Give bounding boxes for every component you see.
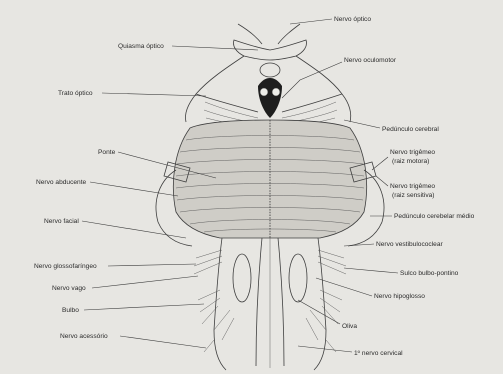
interpeduncular-fossa — [258, 78, 282, 118]
label-nervo-optico: Nervo óptico — [334, 16, 371, 23]
label-nervo-facial: Nervo facial — [44, 218, 79, 225]
optic-nerves — [238, 24, 300, 44]
label-nervo-acessorio: Nervo acessório — [60, 333, 108, 340]
label-raiz-motora: (raiz motora) — [392, 158, 429, 165]
label-oliva: Oliva — [342, 323, 357, 330]
label-sulco-bulbo-pontino: Sulco bulbo-pontino — [400, 270, 459, 277]
label-nervo-abducente: Nervo abducente — [36, 179, 87, 186]
label-pedunculo-cerebral: Pedúnculo cerebral — [382, 126, 439, 133]
brainstem-drawing — [156, 24, 384, 370]
mammillary-body-right — [272, 88, 280, 96]
label-bulbo: Bulbo — [62, 307, 79, 314]
olive-left — [233, 254, 251, 302]
label-nervo-vago: Nervo vago — [52, 285, 86, 292]
label-nervo-trigemeo-sensitiva: Nervo trigêmeo — [390, 183, 435, 190]
label-pedunculo-cerebelar-medio: Pedúnculo cerebelar médio — [394, 213, 475, 220]
label-nervo-hipoglosso: Nervo hipoglosso — [374, 293, 425, 300]
mammillary-body-left — [260, 88, 268, 96]
label-primeiro-nervo-cervical: 1º nervo cervical — [354, 350, 403, 357]
label-raiz-sensitiva: (raiz sensitiva) — [392, 192, 435, 199]
optic-chiasm — [233, 40, 306, 60]
infundibulum — [260, 63, 280, 77]
optic-tract-right — [296, 56, 351, 122]
label-trato-optico: Trato óptico — [58, 90, 93, 97]
olive-right — [289, 254, 307, 302]
label-ponte: Ponte — [98, 149, 116, 156]
label-nervo-glossofaringeo: Nervo glossofaríngeo — [34, 263, 97, 270]
label-nervo-oculomotor: Nervo oculomotor — [344, 57, 397, 64]
label-quiasma-optico: Quiasma óptico — [118, 43, 164, 50]
label-nervo-trigemeo-motora: Nervo trigêmeo — [390, 149, 435, 156]
label-nervo-vestibulococlear: Nervo vestibulococlear — [376, 241, 444, 248]
